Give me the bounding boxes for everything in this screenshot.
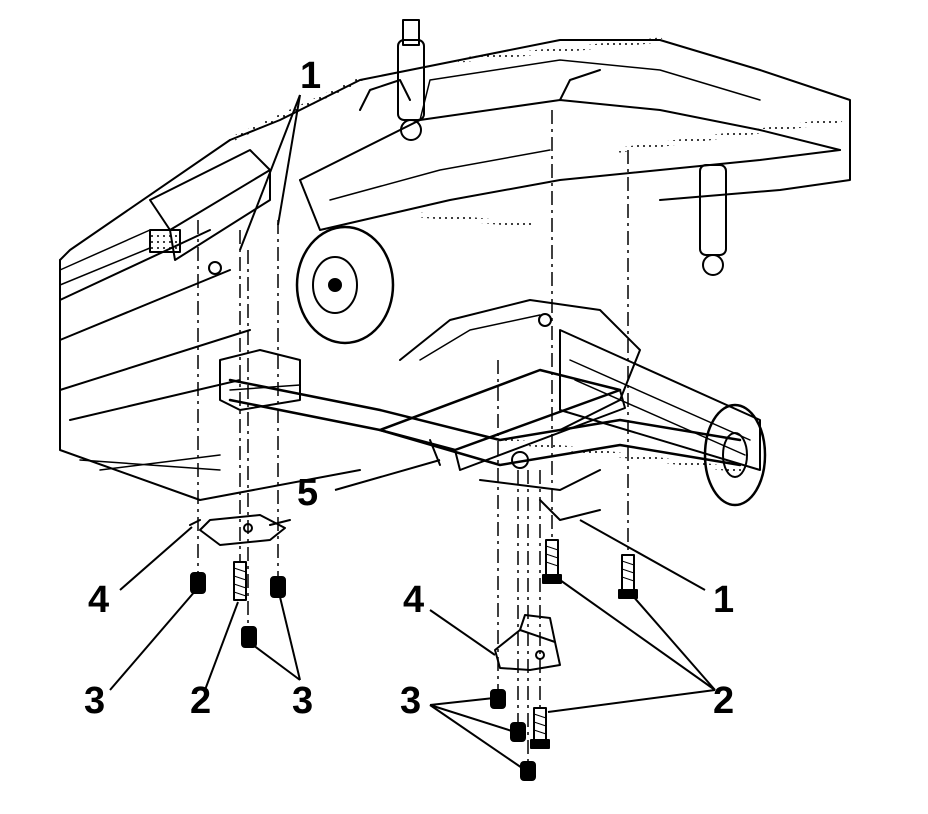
callout-2-right: 2 [713,680,734,722]
leader-lines [109,94,716,771]
callout-5: 5 [297,472,318,514]
nut-left-a [190,572,206,594]
bolt-right-a [542,539,562,584]
nut-right-b [510,722,526,742]
callout-4-right: 4 [403,579,424,621]
callout-labels: 1 1 5 4 4 3 2 3 3 2 [84,55,734,722]
vehicle-underbody [59,19,851,521]
bolt-right-c [530,707,550,749]
bolt-left [233,561,247,601]
centerlines [197,110,629,761]
callout-4-left: 4 [88,579,109,621]
nut-left-b [270,576,286,598]
nut-left-c [241,626,257,648]
callout-3-right: 3 [400,680,421,722]
callout-2-left: 2 [190,680,211,722]
callout-1-top: 1 [300,55,321,97]
callout-3-left-b: 3 [292,680,313,722]
nut-right-c [520,761,536,781]
bolt-right-b [618,554,638,599]
callout-1-right: 1 [713,579,734,621]
fasteners [190,539,638,781]
callout-3-left-a: 3 [84,680,105,722]
